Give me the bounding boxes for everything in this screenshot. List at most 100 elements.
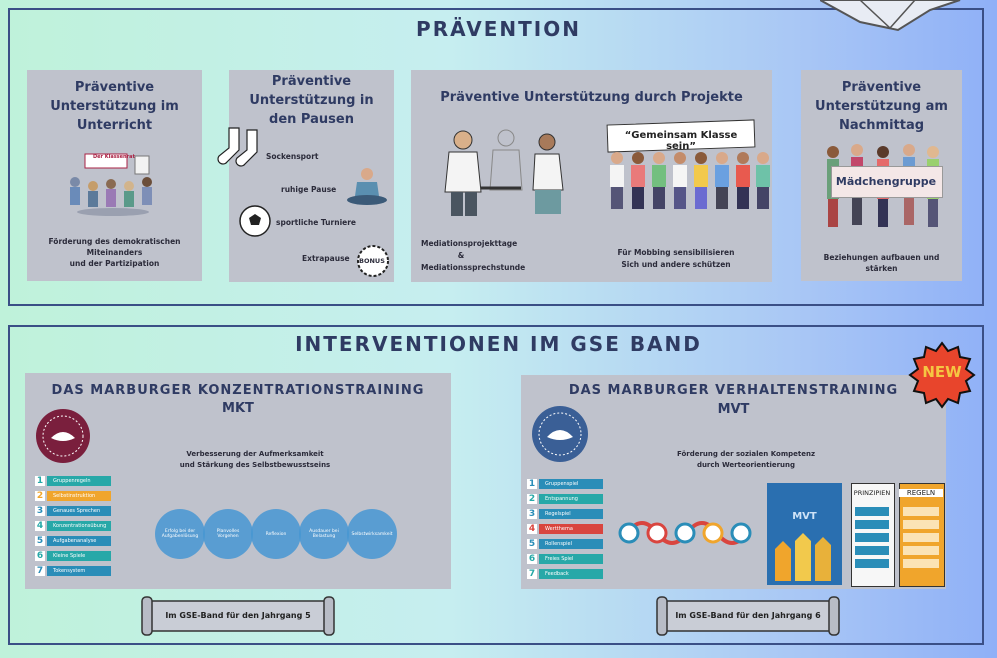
praevention-section (8, 8, 984, 306)
mkt-title-l1: DAS MARBURGER KONZENTRATIONSTRAINING (51, 383, 425, 398)
pausen-item-ruhige-pause: ruhige Pause (281, 185, 337, 194)
mvt-list-item: Feedback (539, 569, 603, 579)
card-pausen-title-l3: den Pausen (269, 112, 354, 127)
mkt-circle: Erfolg bei der Aufgabenlösung (155, 509, 205, 559)
mkt-desc-l2: und Stärkung des Selbstbewusstseins (179, 461, 331, 469)
mkt-list-number: 4 (35, 521, 45, 531)
mvt-list-number: 3 (527, 509, 537, 519)
handshake-mediation-illustration-icon (444, 129, 564, 216)
mkt-list-number: 1 (35, 476, 45, 486)
mkt-logo-icon (36, 409, 90, 463)
projekte-left-l1: Mediationsprojekttage (421, 239, 518, 248)
mkt-desc-l1: Verbesserung der Aufmerksamkeit (186, 450, 324, 458)
card-unterricht-title-l1: Präventive (74, 80, 155, 95)
mkt-list-number: 6 (35, 551, 45, 561)
soccer-ball-icon (239, 205, 271, 237)
projekte-left-l2: & (457, 251, 465, 260)
card-unterricht: Präventive Unterstützung im Unterricht D… (27, 70, 202, 281)
mvt-list-item: Regelspiel (539, 509, 603, 519)
book-decoration-icon (820, 0, 961, 32)
mvt-list-item: Entspannung (539, 494, 603, 504)
project-banner-text: “Gemeinsam Klasse sein” (624, 130, 738, 152)
interventionen-section (8, 325, 984, 645)
mkt-list-number: 7 (35, 566, 45, 576)
mvt-chain-icon (618, 521, 752, 545)
mkt-list-number: 5 (35, 536, 45, 546)
projekte-right-l1: Für Mobbing sensibilisieren (617, 248, 735, 257)
mvt-list-number: 7 (527, 569, 537, 579)
unterricht-caption-l2: Miteinanders (86, 248, 143, 257)
card-unterricht-title-l2: Unterstützung im (50, 99, 179, 114)
pausen-item-sockensport: Sockensport (266, 152, 319, 161)
group-of-students-icon (610, 152, 770, 209)
mvt-list-item: Wertthema (539, 524, 603, 534)
pausen-item-turniere: sportliche Turniere (276, 218, 357, 227)
mkt-list-item: Tokensystem (47, 566, 111, 576)
mvt-poster-arrows-icon (775, 533, 831, 581)
mvt-footer-scroll-icon (656, 596, 840, 636)
new-badge-text: NEW (922, 363, 962, 381)
regeln-list-icon (903, 507, 939, 568)
mvt-list-number: 2 (527, 494, 537, 504)
mvt-desc-l1: Förderung der sozialen Kompetenz (676, 450, 816, 458)
card-pausen: Präventive Unterstützung in den Pausen S… (217, 70, 394, 282)
card-nachmittag-title-l1: Präventive (841, 80, 922, 95)
mkt-footer-text: Im GSE-Band für den Jahrgang 5 (165, 611, 311, 620)
card-projekte: Präventive Unterstützung durch Projekte … (411, 70, 772, 282)
nachmittag-caption-l1: Beziehungen aufbauen und (823, 253, 940, 262)
mkt-list-item: Gruppenregeln (47, 476, 111, 486)
new-badge-icon (908, 341, 976, 409)
mkt-title-l2: MKT (222, 401, 254, 416)
card-mvt: DAS MARBURGER VERHALTENSTRAINING MVT För… (521, 375, 946, 589)
projekte-left-l3: Mediationssprechstunde (421, 263, 526, 272)
mvt-list-number: 5 (527, 539, 537, 549)
mkt-footer-scroll-icon (141, 596, 335, 636)
card-nachmittag-title-l2: Unterstützung am (815, 99, 948, 114)
mkt-circle: Reflexion (251, 509, 301, 559)
mvt-list-number: 4 (527, 524, 537, 534)
mvt-footer-text: Im GSE-Band für den Jahrgang 6 (675, 611, 821, 620)
prinzipien-title: PRINZIPIEN (853, 489, 891, 497)
bonus-badge-text: BONUS (359, 257, 385, 265)
mkt-list-item: Konzentrationsübung (47, 521, 111, 531)
maedchengruppe-sign-text: Mädchengruppe (835, 175, 937, 188)
mkt-circle: Planvolles Vorgehen (203, 509, 253, 559)
card-nachmittag-title-l3: Nachmittag (838, 118, 925, 133)
card-nachmittag: Präventive Unterstützung am Nachmittag M… (801, 70, 962, 281)
mkt-list-number: 3 (35, 506, 45, 516)
mvt-list-number: 1 (527, 479, 537, 489)
maedchengruppe-sign (831, 166, 943, 198)
mkt-list-item: Kleine Spiele (47, 551, 111, 561)
mkt-list-item: Aufgabenanalyse (47, 536, 111, 546)
nachmittag-caption-l2: stärken (865, 264, 898, 273)
mvt-logo-icon (532, 406, 588, 462)
card-mkt: DAS MARBURGER KONZENTRATIONSTRAINING MKT… (25, 373, 451, 589)
mkt-circle: Selbstwirksamkeit (347, 509, 397, 559)
card-projekte-title: Präventive Unterstützung durch Projekte (440, 90, 743, 105)
bonus-badge-icon (357, 245, 389, 277)
mkt-list-number: 2 (35, 491, 45, 501)
unterricht-caption-l3: und der Partizipation (69, 259, 160, 268)
pausen-item-extrapause: Extrapause (302, 254, 350, 263)
mvt-poster-title: MVT (792, 511, 817, 522)
mvt-list-number: 6 (527, 554, 537, 564)
socks-icon (217, 127, 258, 167)
mvt-list-item: Rollenspiel (539, 539, 603, 549)
mvt-title-l1: DAS MARBURGER VERHALTENSTRAINING (568, 383, 899, 398)
prinzipien-list-icon (855, 507, 889, 568)
mvt-desc-l2: durch Werteorientierung (696, 461, 796, 469)
classroom-sign: Der Klassenrat (93, 154, 135, 160)
regeln-title: REGELN (899, 489, 943, 497)
praevention-title: PRÄVENTION (416, 17, 581, 41)
unterricht-caption-l1: Förderung des demokratischen (48, 237, 181, 246)
meditating-person-icon (347, 168, 387, 205)
card-pausen-title-l1: Präventive (271, 74, 352, 89)
projekte-right-l2: Sich und andere schützen (621, 260, 731, 269)
mkt-circle: Ausdauer bei Belastung (299, 509, 349, 559)
card-unterricht-title-l3: Unterricht (76, 118, 153, 133)
card-pausen-title-l2: Unterstützung in (249, 93, 374, 108)
classroom-council-illustration-icon (70, 153, 152, 216)
